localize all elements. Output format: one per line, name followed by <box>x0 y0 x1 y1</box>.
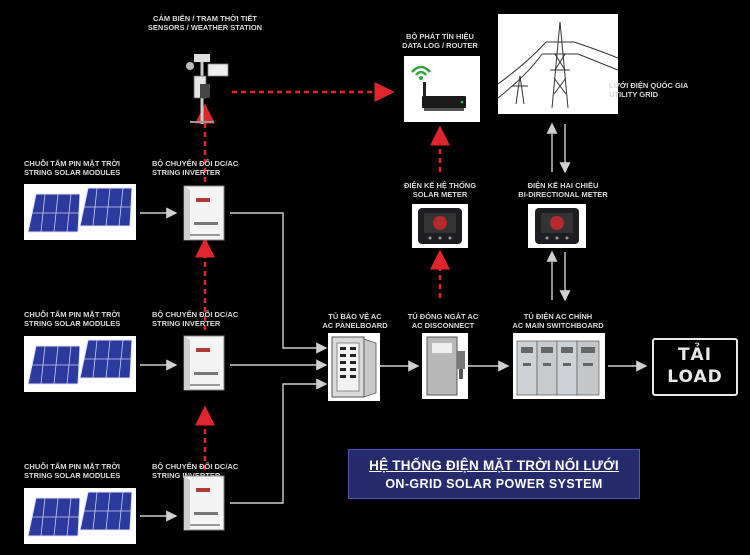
inverter-icon <box>183 185 225 241</box>
solar-panel-string-3 <box>24 488 136 544</box>
string-label-1-en: String solar modules <box>24 168 121 178</box>
ac-panelboard-label-en: AC panelboard <box>322 321 388 331</box>
weather-station-icon <box>186 54 229 124</box>
main-switchboard-label-vn: Tủ điện AC chính <box>523 312 593 321</box>
string-label-3: Chuỗi tấm pin mặt trời String solar modu… <box>24 462 120 481</box>
bidirectional-meter-label-vn: Điện kế hai chiều <box>527 181 599 190</box>
weather-station-label-vn: Cảm biến / Trạm thời tiết <box>153 14 257 23</box>
ac-disconnect-box <box>422 333 468 399</box>
solar-meter-label-en: Solar meter <box>412 190 468 200</box>
main-switchboard-label-en: AC main switchboard <box>512 321 604 331</box>
meter-icon <box>535 208 579 244</box>
inverter-label-2: Bộ chuyển đổi DC/AC String inverter <box>152 310 238 329</box>
string-label-3-en: String solar modules <box>24 471 121 481</box>
solar-panel-string-1 <box>24 184 136 240</box>
inverter-label-1-vn: Bộ chuyển đổi DC/AC <box>152 159 239 168</box>
load-box: TẢI LOAD <box>652 338 738 396</box>
weather-station-label-en: Sensors / Weather Station <box>147 23 263 33</box>
ac-panelboard-box <box>328 333 380 401</box>
router-box <box>404 56 480 122</box>
inverter-2 <box>182 334 228 392</box>
string-label-2-en: String solar modules <box>24 319 121 329</box>
ac-disconnect-label-vn: Tủ đóng ngắt AC <box>407 312 479 321</box>
inverter-icon <box>183 335 225 391</box>
inverter-label-2-en: String inverter <box>152 319 221 329</box>
router-label-vn: Bộ phát tín hiệu <box>406 32 474 41</box>
inverter-label-1-en: String inverter <box>152 168 221 178</box>
meter-icon <box>418 208 462 244</box>
bidirectional-meter-box <box>528 204 586 248</box>
router-label: Bộ phát tín hiệu Data Log / Router <box>402 32 478 51</box>
solar-panel-string-2 <box>24 336 136 392</box>
power-line-inverter1-panelboard <box>230 212 328 354</box>
ac-disconnect-label-en: AC disconnect <box>411 321 475 331</box>
diagram-title-vn: HỆ THỐNG ĐIỆN MẶT TRỜI NỐI LƯỚI <box>369 458 619 473</box>
weather-station-label: Cảm biến / Trạm thời tiết Sensors / Weat… <box>148 14 262 33</box>
solar-panel-icon <box>27 491 133 537</box>
switchboard-icon <box>516 340 600 396</box>
utility-grid-label: Lưới điện quốc gia Utility grid <box>609 81 688 100</box>
bidirectional-meter-label: Điện kế hai chiều Bi-directional meter <box>518 181 607 200</box>
main-switchboard-box <box>513 333 605 399</box>
string-label-2-vn: Chuỗi tấm pin mặt trời <box>24 310 120 319</box>
string-label-1: Chuỗi tấm pin mặt trời String solar modu… <box>24 159 120 178</box>
string-label-1-vn: Chuỗi tấm pin mặt trời <box>24 159 120 168</box>
inverter-label-1: Bộ chuyển đổi DC/AC String inverter <box>152 159 238 178</box>
ac-panelboard-label: Tủ bảo vệ AC AC panelboard <box>322 312 387 331</box>
load-label-vn: TẢI <box>677 345 713 365</box>
solar-meter-box <box>412 204 468 248</box>
inverter-icon <box>183 475 225 531</box>
utility-grid-label-en: Utility grid <box>609 90 659 100</box>
ac-disconnect-label: Tủ đóng ngắt AC AC disconnect <box>408 312 479 331</box>
inverter-label-2-vn: Bộ chuyển đổi DC/AC <box>152 310 239 319</box>
power-tower-icon <box>497 21 619 109</box>
solar-panel-icon <box>27 339 133 385</box>
panelboard-icon <box>331 336 377 398</box>
inverter-label-3-vn: Bộ chuyển đổi DC/AC <box>152 462 239 471</box>
diagram-title-en: ON-GRID SOLAR POWER SYSTEM <box>385 477 603 491</box>
ac-panelboard-label-vn: Tủ bảo vệ AC <box>328 312 382 321</box>
router-icon <box>411 65 466 111</box>
main-switchboard-label: Tủ điện AC chính AC main switchboard <box>512 312 603 331</box>
solar-panel-icon <box>27 187 133 233</box>
inverter-1 <box>182 184 228 242</box>
inverter-3 <box>182 474 228 532</box>
string-label-2: Chuỗi tấm pin mặt trời String solar modu… <box>24 310 120 329</box>
disconnect-switch-icon <box>426 336 465 396</box>
power-line-inverter3-panelboard <box>230 378 328 504</box>
bidirectional-meter-label-en: Bi-directional meter <box>518 190 608 200</box>
utility-grid-box <box>497 14 619 114</box>
solar-meter-label-vn: Điện kế hệ thống <box>403 181 477 190</box>
utility-grid-label-vn: Lưới điện quốc gia <box>609 81 689 90</box>
router-label-en: Data Log / Router <box>402 41 478 51</box>
solar-meter-label: Điện kế hệ thống Solar meter <box>404 181 476 200</box>
diagram-title-box: HỆ THỐNG ĐIỆN MẶT TRỜI NỐI LƯỚI ON-GRID … <box>348 449 640 499</box>
string-label-3-vn: Chuỗi tấm pin mặt trời <box>24 462 120 471</box>
load-label-en: LOAD <box>667 367 723 387</box>
